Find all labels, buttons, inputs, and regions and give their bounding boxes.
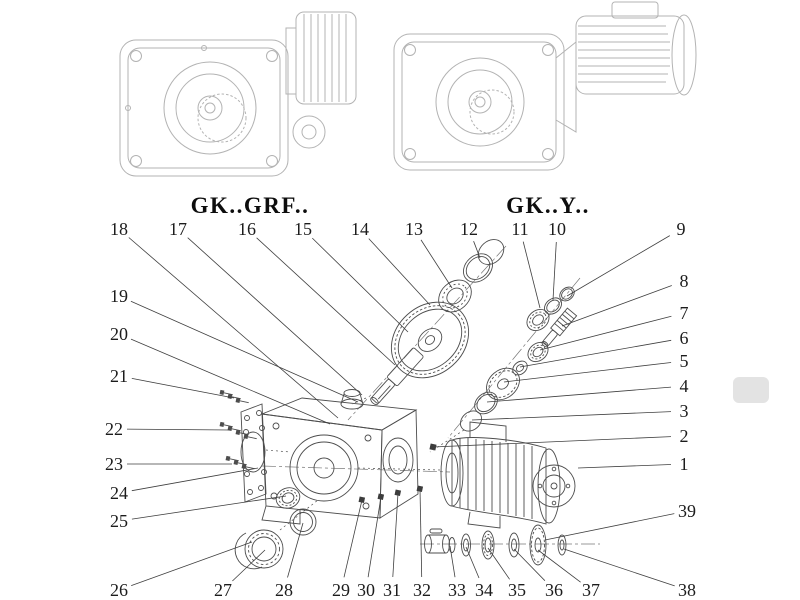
callout-24: 24 [110,483,128,503]
gearbox-y-drawing [393,1,697,171]
callout-8: 8 [679,271,689,291]
leader-line-22 [126,428,231,431]
callout-39: 39 [678,501,696,521]
gearbox-grf-drawing [119,11,357,177]
input-pinion-set-drawing [460,286,578,432]
callout-37: 37 [582,580,600,600]
leader-line-19 [130,300,359,403]
assembly-dotted-lines [265,397,465,531]
leader-line-24 [131,467,259,492]
leader-line-1 [577,464,672,469]
callout-26: 26 [110,580,128,600]
leader-line-5 [503,362,672,383]
callout-22: 22 [105,419,123,439]
callout-15: 15 [294,219,312,239]
callout-6: 6 [679,328,689,348]
retaining-rings-drawing [463,239,505,283]
callout-2: 2 [679,426,689,446]
leader-line-27 [232,549,266,582]
callout-36: 36 [545,580,563,600]
callout-4: 4 [679,376,689,396]
exploded-parts [219,239,600,570]
leader-line-15 [312,237,409,333]
callout-34: 34 [475,580,493,600]
callout-23: 23 [105,454,123,474]
leader-line-37 [537,549,581,583]
leader-line-36 [513,548,546,581]
leader-line-6 [519,339,672,368]
leader-line-13 [420,239,453,289]
leader-line-32 [419,488,423,578]
callout-12: 12 [460,219,478,239]
main-bearing-drawing [438,279,472,313]
leader-line-33 [449,545,456,578]
callout-31: 31 [383,580,401,600]
callout-7: 7 [679,303,689,323]
callout-33: 33 [448,580,466,600]
callout-16: 16 [238,219,256,239]
housing-drawing [260,389,419,525]
callout-17: 17 [169,219,187,239]
leader-line-7 [539,315,672,351]
leader-line-30 [367,496,382,578]
callout-28: 28 [275,580,293,600]
callout-29: 29 [332,580,350,600]
callout-25: 25 [110,511,128,531]
callout-9: 9 [676,219,686,239]
variant-label-y: GK..Y.. [506,193,590,218]
leader-line-12 [473,241,481,259]
leader-line-35 [487,547,510,580]
callout-27: 27 [214,580,232,600]
leader-line-31 [392,492,399,578]
main-shaft-drawing [370,347,424,406]
callout-19: 19 [110,286,128,306]
fasteners-drawing [358,443,437,503]
callout-5: 5 [679,351,689,371]
callout-35: 35 [508,580,526,600]
leader-line-20 [130,338,331,425]
main-gear-drawing [390,301,470,379]
callout-14: 14 [351,219,369,239]
leader-line-4 [486,386,672,403]
callout-1: 1 [679,454,689,474]
watermark [733,377,769,403]
leader-line-28 [287,522,304,578]
callout-30: 30 [357,580,375,600]
motor-drawing [440,421,576,529]
leader-line-26 [131,541,253,586]
leader-line-18 [128,237,339,419]
leader-line-21 [131,378,235,399]
output-bearing-set-drawing [234,487,317,570]
leader-line-14 [368,238,431,306]
callout-3: 3 [679,401,689,421]
callout-21: 21 [110,366,128,386]
callout-20: 20 [110,324,128,344]
leader-line-25 [131,495,287,520]
leader-line-10 [552,241,557,301]
leader-line-3 [471,411,672,421]
leader-line-16 [256,237,396,366]
leader-line-29 [343,499,363,578]
callout-13: 13 [405,219,423,239]
leader-line-38 [563,548,675,587]
output-flange-drawing [240,403,267,503]
callout-11: 11 [511,219,529,239]
callout-32: 32 [413,580,431,600]
variant-label-grf: GK..GRF.. [190,193,310,218]
leader-line-39 [544,513,675,541]
output-shaft-assembly-drawing [424,524,567,566]
callout-38: 38 [678,580,696,600]
callout-10: 10 [548,219,566,239]
leader-line-11 [522,241,541,309]
leader-line-34 [465,546,480,579]
leader-line-2 [432,436,672,448]
callout-18: 18 [110,219,128,239]
leader-line-17 [187,237,363,396]
leader-line-9 [566,235,671,297]
leader-line-8 [561,285,672,327]
